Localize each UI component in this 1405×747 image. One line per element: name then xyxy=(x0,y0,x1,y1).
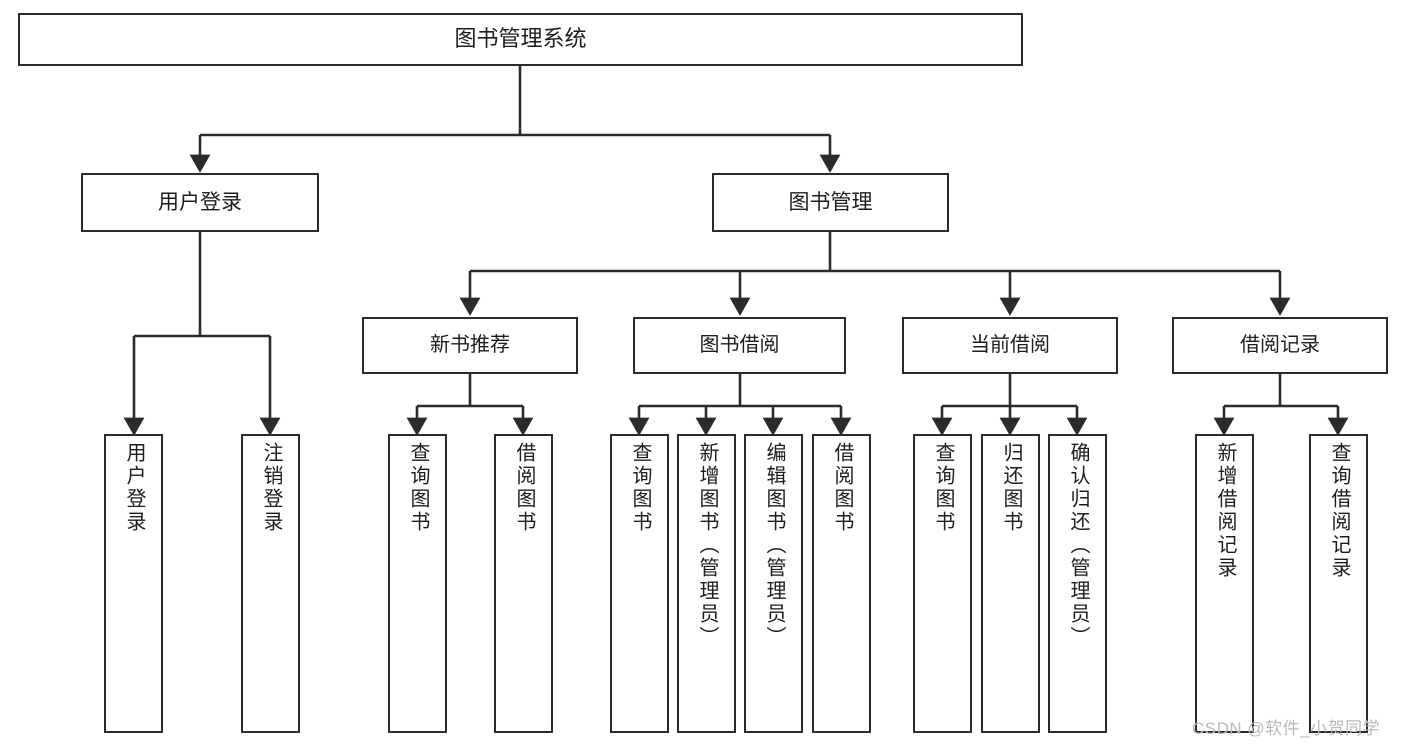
leaf-query-book-new[interactable]: 查询图书 xyxy=(388,434,447,733)
node-borrow-record-label: 借阅记录 xyxy=(1240,334,1320,357)
leaf-borrow-book[interactable]: 借阅图书 xyxy=(812,434,871,733)
leaf-borrow-book-new[interactable]: 借阅图书 xyxy=(494,434,553,733)
node-user-login[interactable]: 用户登录 xyxy=(81,173,319,232)
leaf-add-borrow-record-label: 新增借阅记录 xyxy=(1214,442,1236,580)
leaf-add-borrow-record[interactable]: 新增借阅记录 xyxy=(1195,434,1254,733)
node-user-login-label: 用户登录 xyxy=(158,190,242,214)
watermark-text: CSDN @软件_小贺同学 xyxy=(1192,719,1381,738)
leaf-query-book-current-label: 查询图书 xyxy=(932,442,954,534)
node-new-book-recommend[interactable]: 新书推荐 xyxy=(362,317,578,374)
node-book-borrow-label: 图书借阅 xyxy=(699,334,780,357)
leaf-borrow-book-new-label: 借阅图书 xyxy=(513,442,535,534)
leaf-confirm-return-admin-label: 确认归还（管理员） xyxy=(1067,442,1089,649)
node-book-management-label: 图书管理 xyxy=(788,190,873,214)
leaf-query-book-new-label: 查询图书 xyxy=(407,442,429,534)
node-book-borrow[interactable]: 图书借阅 xyxy=(633,317,846,374)
node-book-management[interactable]: 图书管理 xyxy=(712,173,949,232)
leaf-query-book-current[interactable]: 查询图书 xyxy=(913,434,972,733)
leaf-user-login-label: 用户登录 xyxy=(123,442,145,534)
node-borrow-record[interactable]: 借阅记录 xyxy=(1172,317,1388,374)
leaf-logout-label: 注销登录 xyxy=(260,442,282,534)
node-current-borrow[interactable]: 当前借阅 xyxy=(902,317,1118,374)
leaf-query-book-borrow-label: 查询图书 xyxy=(629,442,651,534)
leaf-add-book-admin-label: 新增图书（管理员） xyxy=(696,442,718,649)
leaf-borrow-book-label: 借阅图书 xyxy=(831,442,853,534)
leaf-edit-book-admin[interactable]: 编辑图书（管理员） xyxy=(744,434,803,733)
node-root-label: 图书管理系统 xyxy=(454,26,587,52)
leaf-query-borrow-record[interactable]: 查询借阅记录 xyxy=(1309,434,1368,733)
leaf-confirm-return-admin[interactable]: 确认归还（管理员） xyxy=(1048,434,1107,733)
node-new-book-recommend-label: 新书推荐 xyxy=(430,334,510,357)
leaf-return-book-label: 归还图书 xyxy=(1000,442,1022,534)
leaf-query-book-borrow[interactable]: 查询图书 xyxy=(610,434,669,733)
leaf-query-borrow-record-label: 查询借阅记录 xyxy=(1328,442,1350,580)
leaf-edit-book-admin-label: 编辑图书（管理员） xyxy=(763,442,785,649)
leaf-return-book[interactable]: 归还图书 xyxy=(981,434,1040,733)
leaf-logout[interactable]: 注销登录 xyxy=(241,434,300,733)
node-root[interactable]: 图书管理系统 xyxy=(18,13,1023,66)
node-current-borrow-label: 当前借阅 xyxy=(970,334,1050,357)
leaf-add-book-admin[interactable]: 新增图书（管理员） xyxy=(677,434,736,733)
leaf-user-login[interactable]: 用户登录 xyxy=(104,434,163,733)
